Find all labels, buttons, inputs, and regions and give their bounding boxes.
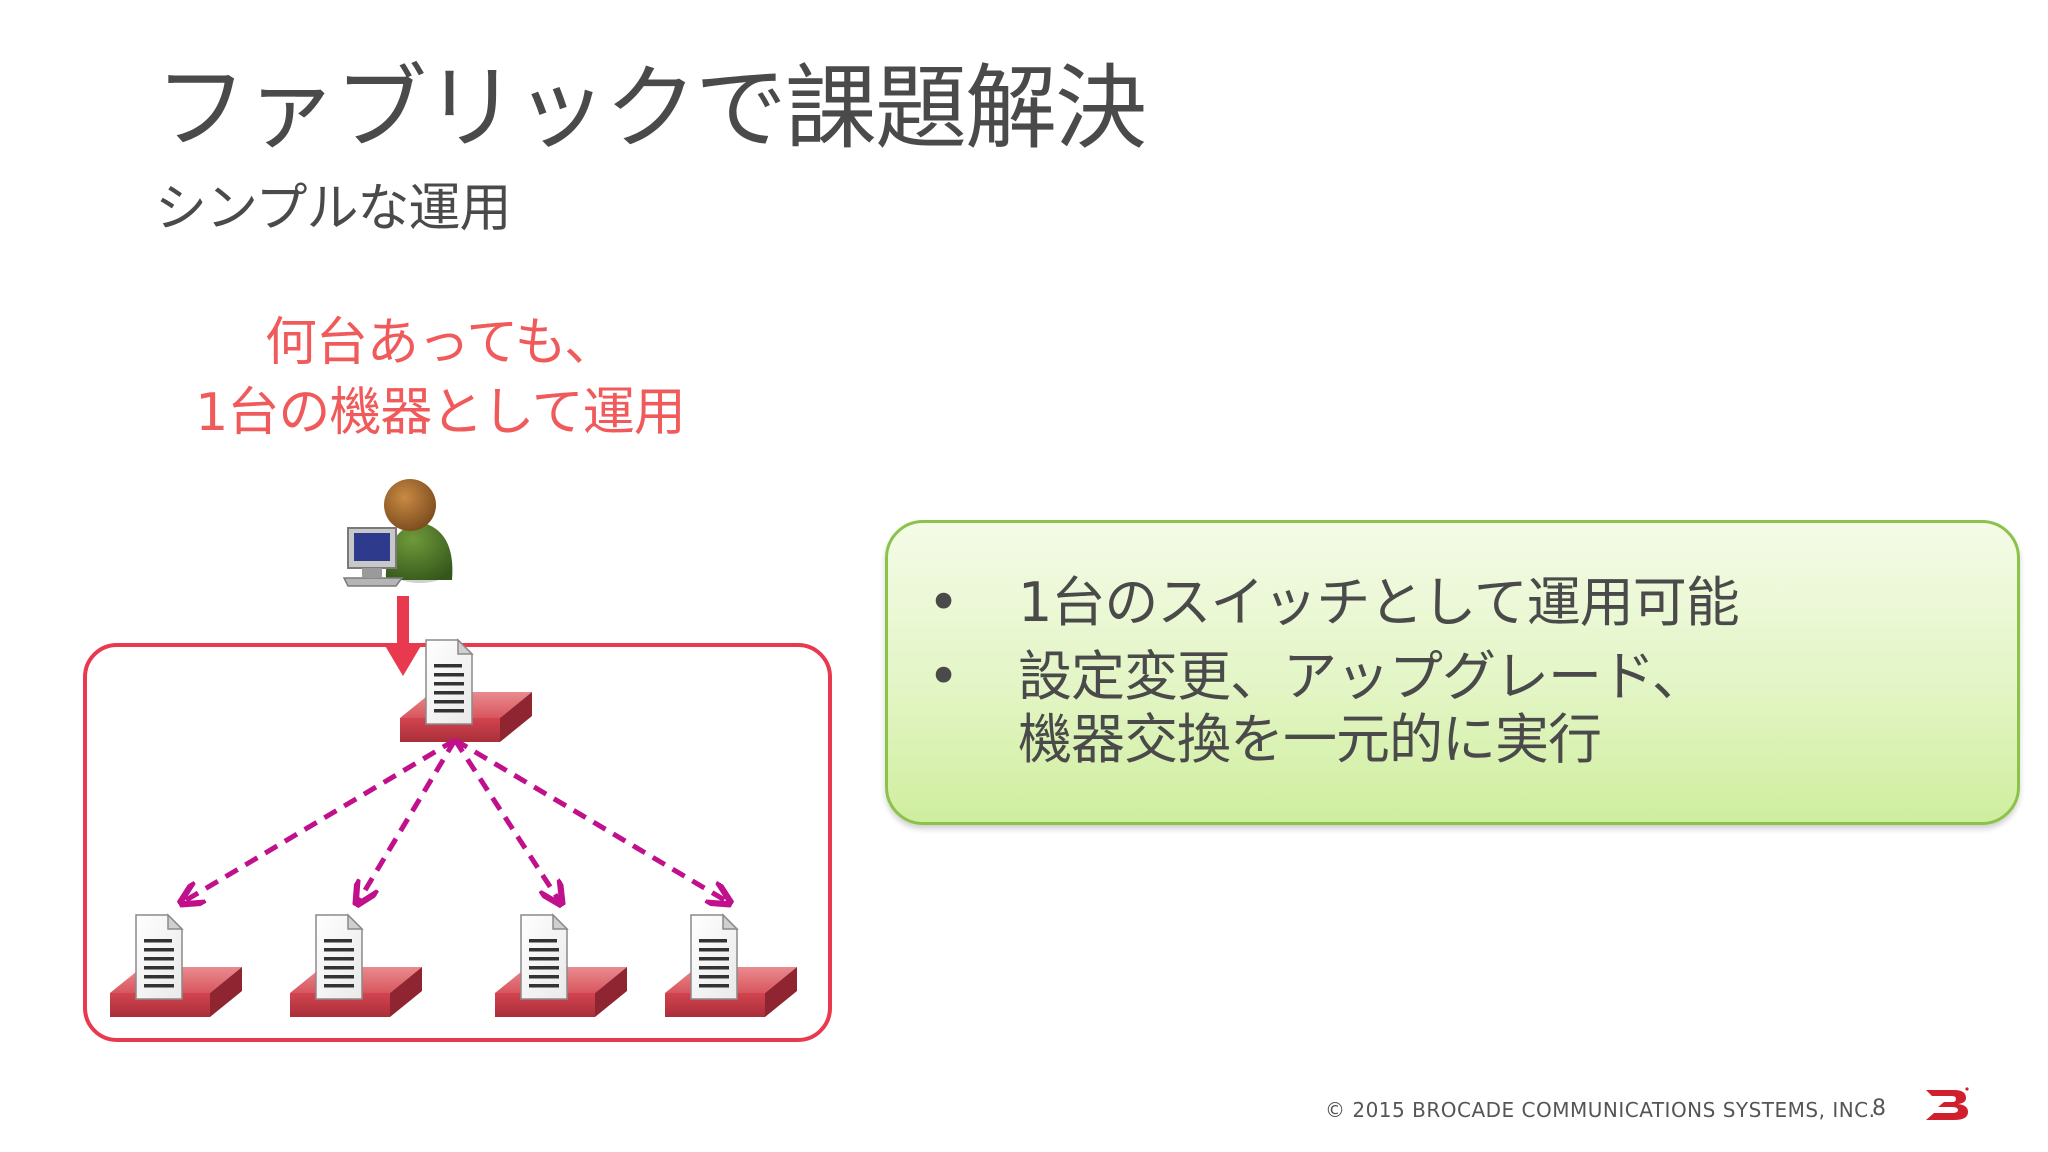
sync-arrow-3 (452, 738, 560, 902)
brocade-logo-icon (1926, 1087, 1969, 1120)
management-arrow (384, 596, 422, 676)
sync-arrow-1 (183, 737, 457, 902)
summary-item-1-line-1: 1台のスイッチとして運用可能 (1018, 571, 1740, 634)
principal-switch-icon (399, 639, 533, 743)
member-switch-icon-2 (289, 914, 423, 1018)
callout-line-2: 1台の機器として運用 (195, 383, 686, 444)
config-sync-arrows (183, 737, 728, 902)
sync-arrow-4 (453, 737, 728, 902)
member-switch-icon-4 (664, 914, 798, 1018)
summary-item-2-line-1: 設定変更、アップグレード、 (1018, 644, 1706, 708)
slide-title: ファブリックで課題解決 (155, 55, 1147, 162)
summary-list: • 1台のスイッチとして運用可能 • 設定変更、アップグレード、 機器交換を一元… (923, 571, 1997, 782)
summary-item-1: • 1台のスイッチとして運用可能 (923, 571, 1997, 635)
slide-subtitle: シンプルな運用 (155, 179, 511, 239)
member-switch-icon-1 (109, 914, 243, 1018)
summary-box: • 1台のスイッチとして運用可能 • 設定変更、アップグレード、 機器交換を一元… (885, 520, 2020, 825)
summary-item-2: • 設定変更、アップグレード、 機器交換を一元的に実行 (923, 645, 1997, 772)
sync-arrow-2 (358, 738, 458, 902)
admin-user-with-computer-icon (342, 479, 453, 587)
copyright-text: © 2015 BROCADE COMMUNICATIONS SYSTEMS, I… (1325, 1098, 1876, 1122)
member-switch-icon-3 (494, 914, 628, 1018)
bullet-icon: • (927, 644, 960, 708)
callout-text: 何台あっても、 1台の機器として運用 (190, 308, 690, 448)
bullet-icon: • (927, 571, 960, 634)
callout-line-1: 何台あっても、 (264, 313, 616, 373)
summary-item-2-line-2: 機器交換を一元的に実行 (1018, 708, 1602, 772)
page-number: 8 (1872, 1096, 1886, 1121)
